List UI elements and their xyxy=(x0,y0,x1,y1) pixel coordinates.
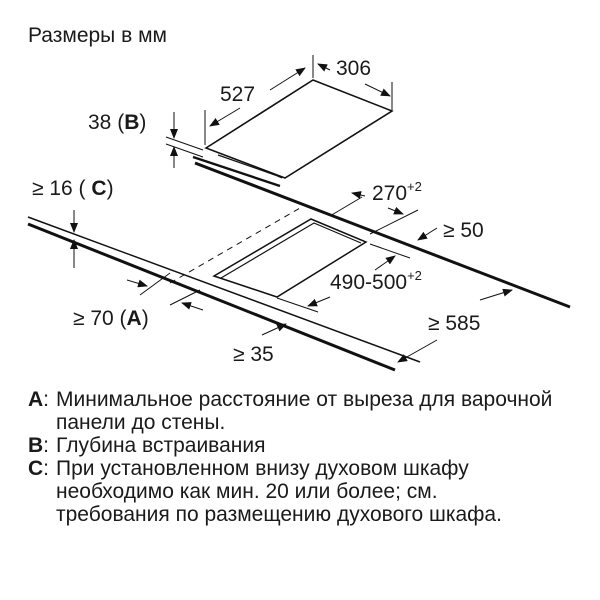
dim-hob-depth: 527 xyxy=(220,83,256,106)
dim-oven-gap: ≥ 16 ( C) xyxy=(32,177,114,200)
dim-hob-width: 306 xyxy=(336,57,372,80)
dim-front-min: ≥ 35 xyxy=(233,343,274,366)
legend-item-a: A: Минимальное расстояние от выреза для … xyxy=(28,388,553,434)
dim-wall-gap: ≥ 70 (A) xyxy=(73,307,149,330)
dim-build-depth: 38 (B) xyxy=(88,111,147,134)
dim-cutout-width: 270+2 xyxy=(372,179,422,205)
dim-worktop-depth: ≥ 585 xyxy=(428,312,481,335)
legend-item-c: C: При установленном внизу духовом шкафу… xyxy=(28,457,502,526)
legend: A: Минимальное расстояние от выреза для … xyxy=(28,388,556,526)
dim-rear-min: ≥ 50 xyxy=(443,219,484,242)
legend-item-b: B: Глубина встраивания xyxy=(28,434,266,457)
dim-cutout-depth: 490-500+2 xyxy=(330,268,422,294)
hob-outline xyxy=(192,79,394,188)
page-title: Размеры в мм xyxy=(28,24,167,47)
